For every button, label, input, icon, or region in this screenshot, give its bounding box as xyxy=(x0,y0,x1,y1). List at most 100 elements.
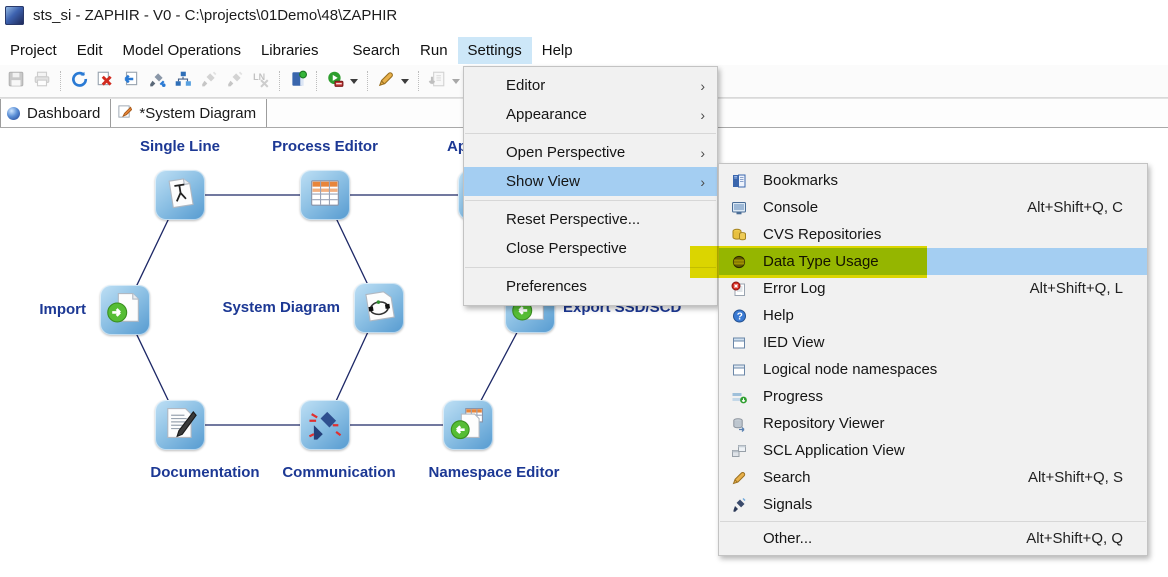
menu-item-accelerator: Alt+Shift+Q, C xyxy=(1027,199,1123,216)
node-system-diagram[interactable] xyxy=(354,283,404,333)
node-documentation[interactable] xyxy=(155,400,205,450)
toolbar-separator xyxy=(367,71,368,91)
show-view-item-ied-view[interactable]: IED View xyxy=(719,329,1147,356)
menu-item-label: Close Perspective xyxy=(506,240,627,257)
delete-button[interactable] xyxy=(93,69,117,93)
menubar-item-edit[interactable]: Edit xyxy=(76,42,103,59)
no-icon xyxy=(730,530,747,547)
show-view-item-scl-application-view[interactable]: SCL Application View xyxy=(719,437,1147,464)
show-view-item-other[interactable]: Other...Alt+Shift+Q, Q xyxy=(719,525,1147,552)
settings-menu-item-preferences[interactable]: Preferences xyxy=(464,272,717,301)
ied-view-icon xyxy=(730,334,747,351)
menu-item-label: Repository Viewer xyxy=(763,415,885,432)
menubar-item-help[interactable]: Help xyxy=(541,42,573,59)
menubar-item-search[interactable]: Search xyxy=(352,42,401,59)
save-button[interactable] xyxy=(4,69,28,93)
menu-item-label: Error Log xyxy=(763,280,826,297)
help-icon: ? xyxy=(730,307,747,324)
node-namespace-editor[interactable] xyxy=(443,400,493,450)
import-model-button[interactable] xyxy=(119,69,143,93)
refresh-button[interactable] xyxy=(67,69,91,93)
console-icon xyxy=(730,199,747,216)
run-button-dropdown-caret[interactable] xyxy=(348,69,360,93)
run-icon xyxy=(326,70,344,93)
show-view-item-repository-viewer[interactable]: Repository Viewer xyxy=(719,410,1147,437)
node-process-editor[interactable] xyxy=(300,170,350,220)
show-view-item-progress[interactable]: Progress xyxy=(719,383,1147,410)
data-type-usage-icon xyxy=(730,253,747,270)
node-single-line[interactable] xyxy=(155,170,205,220)
checkin-button[interactable] xyxy=(425,69,449,93)
hierarchy-button[interactable] xyxy=(171,69,195,93)
ln-icon: LN xyxy=(252,70,270,93)
show-view-item-signals[interactable]: Signals xyxy=(719,491,1147,518)
settings-menu-item-editor[interactable]: Editor › xyxy=(464,71,717,100)
run-button[interactable] xyxy=(323,69,347,93)
library-book-button[interactable] xyxy=(286,69,310,93)
system-diagram-icon xyxy=(359,286,399,331)
connect-plug-button[interactable] xyxy=(145,69,169,93)
node-label-namespace-editor: Namespace Editor xyxy=(428,464,560,481)
menubar-item-libraries[interactable]: Libraries xyxy=(260,42,319,59)
toolbar-separator xyxy=(60,71,61,91)
print-icon xyxy=(33,70,51,93)
import-model-icon xyxy=(122,70,140,93)
svg-text:LN: LN xyxy=(253,72,265,82)
settings-dropdown-menu: Editor › Appearance› Open Perspective › Show … xyxy=(463,66,718,306)
submenu-chevron-icon: › xyxy=(700,144,705,161)
cvs-repositories-icon xyxy=(730,226,747,243)
menu-item-label: Data Type Usage xyxy=(763,253,879,270)
editor-pencil-icon xyxy=(117,104,133,123)
menu-item-label: Editor xyxy=(506,77,546,94)
menubar-item-run[interactable]: Run xyxy=(420,42,448,59)
show-view-item-data-type-usage[interactable]: Data Type Usage xyxy=(719,248,1147,275)
settings-menu-item-reset-perspective[interactable]: Reset Perspective... xyxy=(464,205,717,234)
plug-b-button[interactable] xyxy=(223,69,247,93)
window-title: sts_si - ZAPHIR - V0 - C:\projects\01Dem… xyxy=(33,6,398,24)
namespace-editor-icon xyxy=(448,403,488,448)
node-label-process-editor: Process Editor xyxy=(272,138,378,155)
node-import[interactable] xyxy=(100,285,150,335)
submenu-chevron-icon: › xyxy=(700,77,705,94)
checkin-button-dropdown-caret[interactable] xyxy=(450,69,462,93)
menu-item-label: Signals xyxy=(763,496,813,513)
settings-menu-item-appearance[interactable]: Appearance› xyxy=(464,100,717,129)
plug-a-button[interactable] xyxy=(197,69,221,93)
menu-item-label: Open Perspective xyxy=(506,144,626,161)
save-icon xyxy=(7,70,25,93)
search-pen-icon xyxy=(377,70,395,93)
show-view-item-help[interactable]: ?Help xyxy=(719,302,1147,329)
error-log-icon xyxy=(730,280,747,297)
settings-menu-item-show-view[interactable]: Show View› xyxy=(464,167,717,196)
show-view-item-bookmarks[interactable]: Bookmarks xyxy=(719,167,1147,194)
ln-unmap-button[interactable]: LN xyxy=(249,69,273,93)
menu-item-accelerator: Alt+Shift+Q, Q xyxy=(1026,530,1123,547)
show-view-item-console[interactable]: Console Alt+Shift+Q, C xyxy=(719,194,1147,221)
print-button[interactable] xyxy=(30,69,54,93)
tab-dashboard[interactable]: Dashboard xyxy=(0,99,112,127)
node-label-communication: Communication xyxy=(282,464,396,481)
progress-icon xyxy=(730,388,747,405)
node-label-documentation: Documentation xyxy=(150,464,260,481)
settings-menu-item-close-perspective[interactable]: Close Perspective xyxy=(464,234,717,263)
menubar-item-project[interactable]: Project xyxy=(10,42,57,59)
node-communication[interactable] xyxy=(300,400,350,450)
menu-item-label: Search xyxy=(763,469,811,486)
refresh-icon xyxy=(70,70,88,93)
dashboard-icon xyxy=(7,106,20,120)
show-view-item-cvs-repositories[interactable]: CVS Repositories xyxy=(719,221,1147,248)
communication-icon xyxy=(305,403,345,448)
tab-system-diagram[interactable]: *System Diagram xyxy=(111,99,268,127)
show-view-item-logical-node-namespaces[interactable]: Logical node namespaces xyxy=(719,356,1147,383)
search-tool-button[interactable] xyxy=(374,69,398,93)
menubar-item-settings[interactable]: Settings xyxy=(457,37,532,64)
svg-text:?: ? xyxy=(736,311,742,322)
bookmarks-icon xyxy=(730,172,747,189)
import-icon xyxy=(105,288,145,333)
menubar-item-model-operations[interactable]: Model Operations xyxy=(122,42,241,59)
menu-item-label: Console xyxy=(763,199,819,216)
settings-menu-item-open-perspective[interactable]: Open Perspective › xyxy=(464,138,717,167)
search-tool-button-dropdown-caret[interactable] xyxy=(399,69,411,93)
